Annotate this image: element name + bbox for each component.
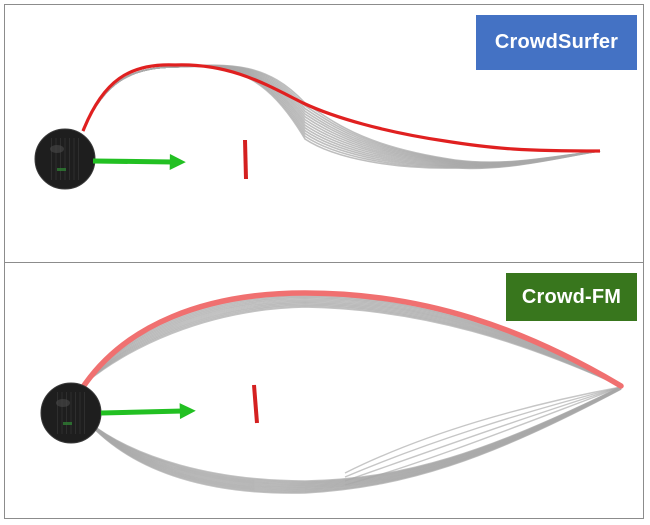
sample-trajectory [86, 388, 622, 494]
sample-trajectory [344, 386, 622, 482]
crowdsurfer-best-trajectory [81, 63, 601, 153]
crowdsurfer-trajectory-plot [34, 63, 601, 190]
crowd-fm-trajectory-plot [40, 290, 624, 494]
crowd-fm-best-trajectory [80, 290, 624, 390]
sample-trajectory [82, 65, 601, 170]
crowd-fm-obstacle [252, 384, 259, 424]
sample-trajectory [344, 386, 622, 474]
crowd-fm-robot-icon [40, 382, 102, 444]
crowdsurfer-method-label: CrowdSurfer [476, 15, 637, 70]
crowdsurfer-panel: CrowdSurfer [4, 4, 644, 263]
crowdsurfer-robot-icon [34, 128, 96, 190]
sample-trajectory [82, 306, 622, 387]
crowdsurfer-obstacle [243, 139, 248, 180]
sample-trajectory [344, 386, 622, 478]
sample-trajectory [344, 386, 622, 486]
crowdsurfer-heading-arrow-icon [92, 153, 186, 170]
crowdsurfer-sample-trajectories [82, 64, 601, 170]
crowd-fm-method-label: Crowd-FM [506, 273, 637, 321]
crowd-fm-heading-arrow-icon [100, 403, 196, 420]
sample-trajectory [82, 65, 601, 168]
crowd-fm-panel: Crowd-FM [4, 262, 644, 519]
